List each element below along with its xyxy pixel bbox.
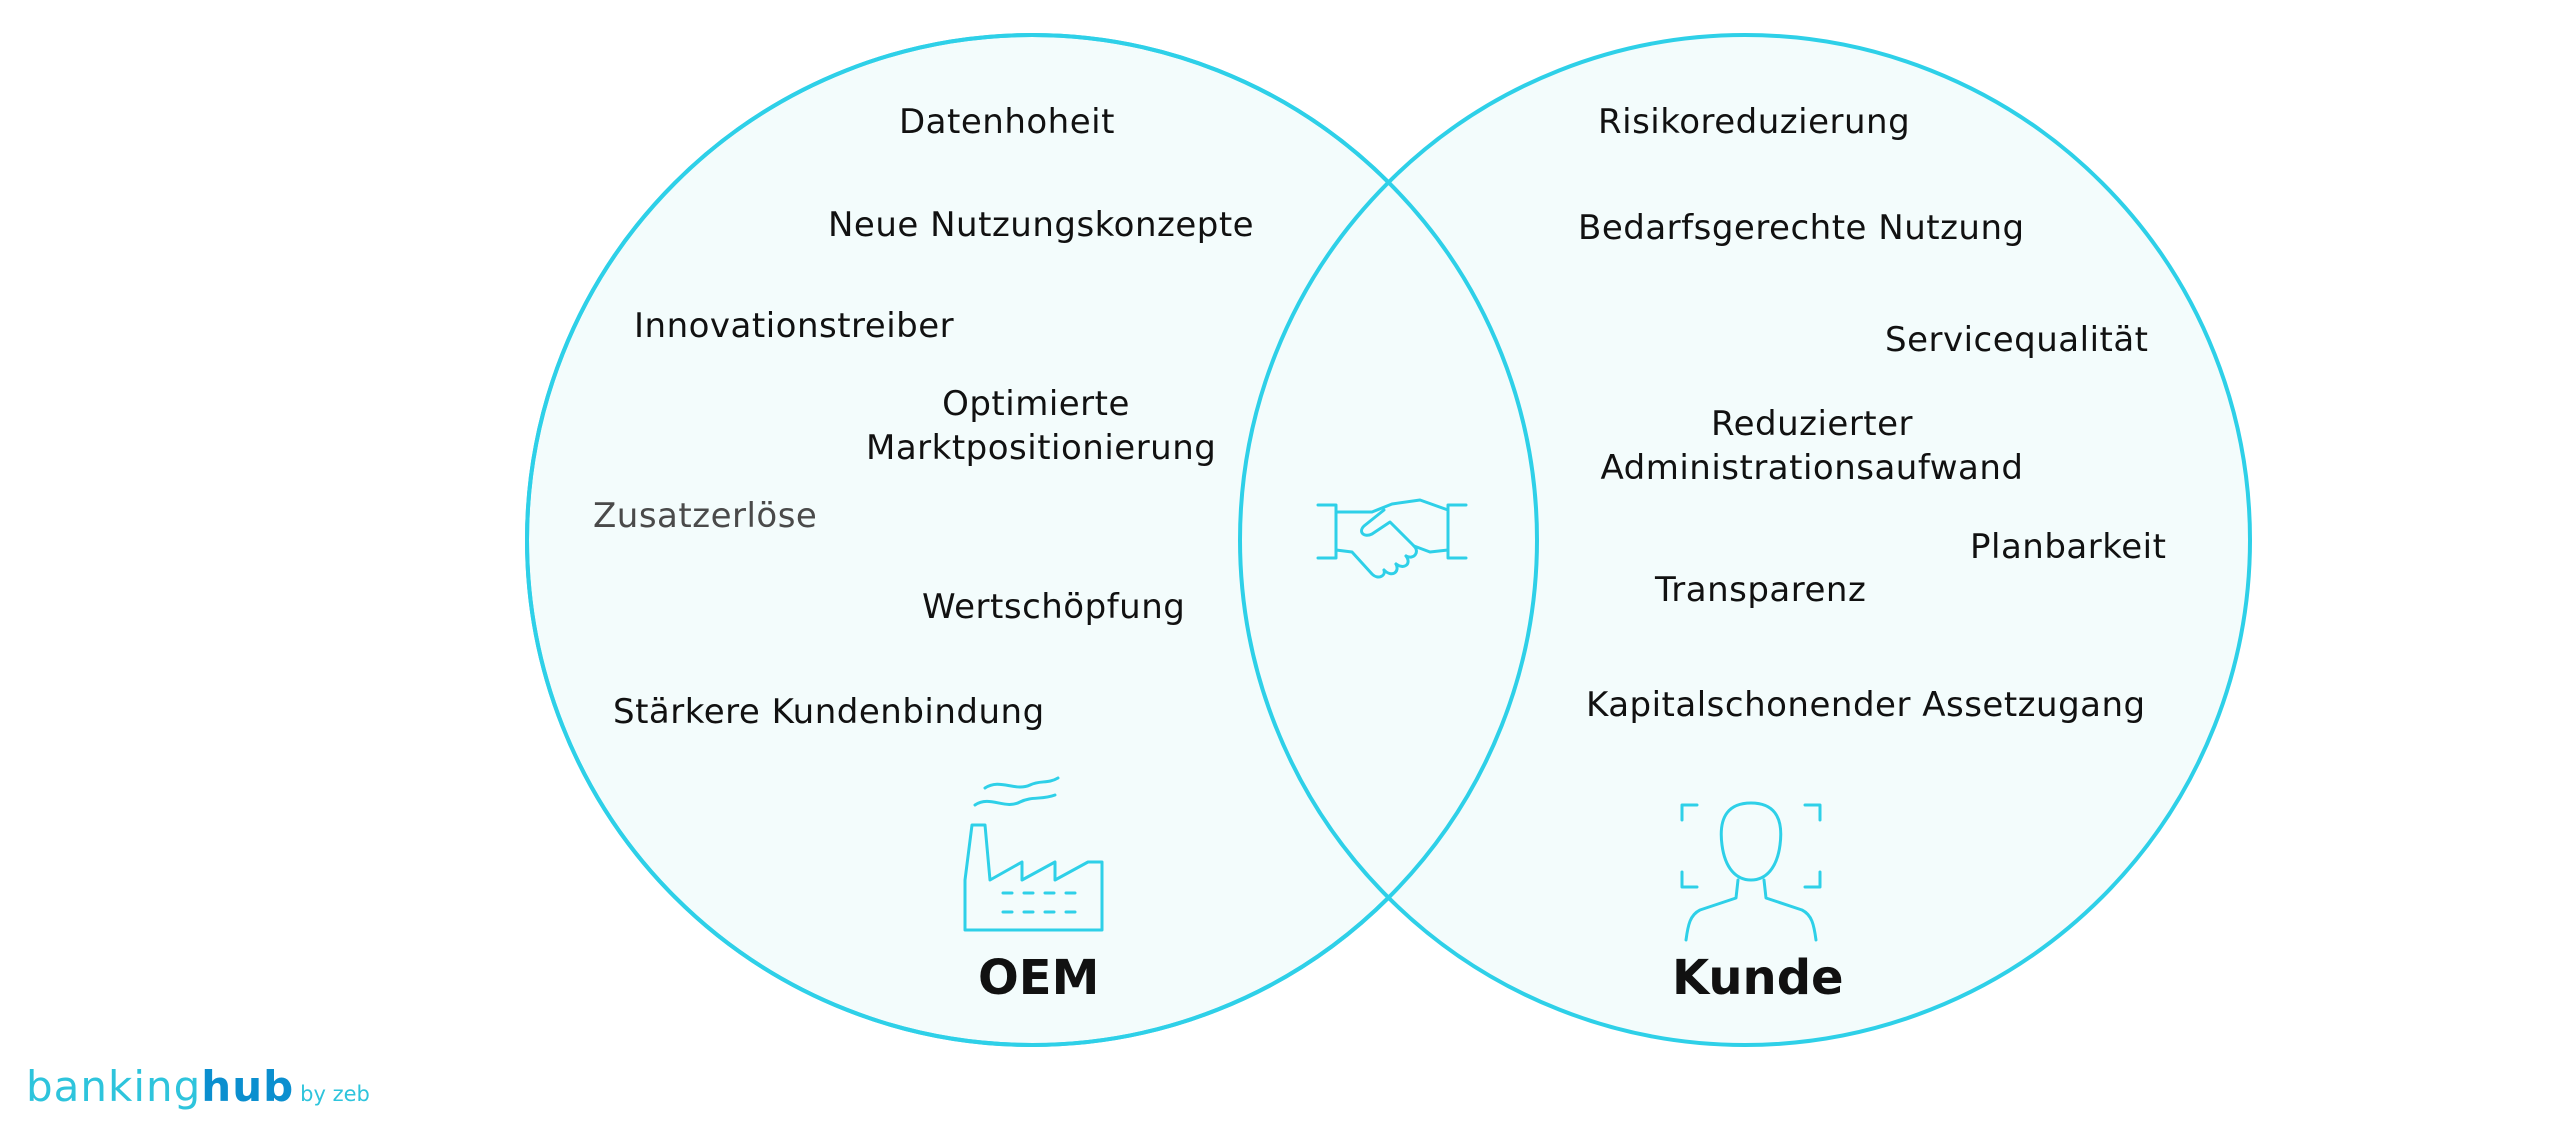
brand-part-byzeb: by zeb [300, 1082, 370, 1106]
factory-icon [963, 776, 1104, 932]
kunde-title: Kunde [1672, 950, 1844, 1006]
oem-item-datenhoheit: Datenhoheit [899, 102, 1115, 142]
oem-item-optimierte-marktpositionierung: Optimierte Marktpositionierung [866, 384, 1217, 468]
oem-item-neue-nutzungskonzepte: Neue Nutzungskonzepte [828, 205, 1255, 245]
handshake-icon [1316, 498, 1468, 579]
kunde-item-bedarfsgerechte-nutzung: Bedarfsgerechte Nutzung [1578, 208, 2025, 248]
kunde-item-reduzierter-administrationsaufwand: Reduzierter Administrationsaufwand [1600, 404, 2024, 488]
brand-part-hub: hub [201, 1062, 295, 1111]
oem-item-staerkere-kundenbindung: Stärkere Kundenbindung [613, 692, 1045, 732]
oem-item-wertschoepfung: Wertschöpfung [922, 587, 1186, 627]
person-scan-icon [1680, 801, 1822, 942]
kunde-circle [1238, 33, 2252, 1047]
brand-part-banking: banking [26, 1062, 202, 1111]
oem-item-zusatzerloese: Zusatzerlöse [593, 496, 818, 536]
kunde-item-transparenz: Transparenz [1655, 570, 1867, 610]
kunde-item-planbarkeit: Planbarkeit [1970, 527, 2167, 567]
oem-item-innovationstreiber: Innovationstreiber [634, 306, 955, 346]
oem-circle-outline [525, 33, 1539, 1047]
kunde-item-kapitalschonender-assetzugang: Kapitalschonender Assetzugang [1586, 685, 2146, 725]
oem-title: OEM [978, 950, 1100, 1006]
kunde-item-servicequalitaet: Servicequalität [1885, 320, 2149, 360]
kunde-item-risikoreduzierung: Risikoreduzierung [1598, 102, 1911, 142]
